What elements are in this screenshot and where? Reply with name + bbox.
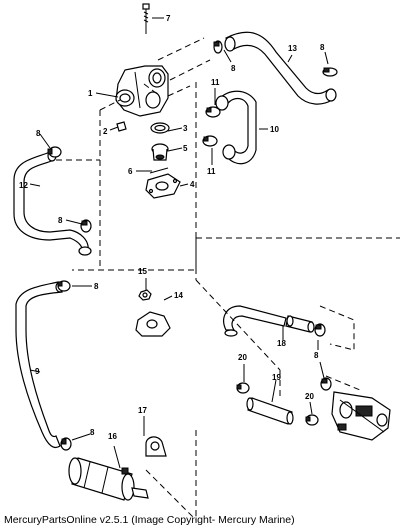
callout-8-left-lower: 8 [58,216,63,225]
part-14-bracket [135,311,171,337]
part-8-clamp-18 [314,323,326,337]
part-16-cooler [68,457,149,501]
callout-10: 10 [270,125,279,134]
part-17-bracket [145,436,167,457]
callout-13: 13 [288,44,297,53]
part-4-base-plate [145,173,181,199]
callout-8-bottom: 8 [90,428,95,437]
callout-2: 2 [103,127,108,136]
callout-11-lower: 11 [207,167,216,176]
part-7-bolt [142,3,150,34]
callout-19: 19 [272,373,281,382]
callout-labels: 1 2 3 5 6 4 7 8 13 8 11 10 11 8 12 8 8 9… [19,14,325,441]
part-8-clamp-left-lower [80,219,92,233]
part-8-clamp-top [213,40,223,54]
part-8-clamp-left-upper [47,146,62,158]
callout-20-left: 20 [238,353,247,362]
callout-4: 4 [190,180,195,189]
callout-18: 18 [277,339,286,348]
part-9-hose [15,281,65,449]
part-13-hose [224,31,337,105]
callout-14: 14 [174,291,183,300]
part-20-clamp-left [236,382,250,394]
callout-5: 5 [183,144,188,153]
part-11-clamp-upper [205,106,221,118]
callout-17: 17 [138,406,147,415]
callout-16: 16 [108,432,117,441]
part-5-thermostat [151,143,169,161]
part-1-thermostat-housing [115,65,169,117]
part-10-hose [215,90,257,165]
part-8-clamp-9-bottom [60,437,72,451]
callout-7: 7 [166,14,171,23]
callout-8-right: 8 [320,43,325,52]
part-18-hose [223,305,315,337]
part-3-gasket [150,122,170,134]
callout-15: 15 [138,267,147,276]
callout-8-hose18: 8 [314,351,319,360]
dashed-guides [56,37,400,521]
part-6-gasket [149,167,169,174]
copyright-caption: MercuryPartsOnline v2.5.1 (Image Copyrig… [4,514,295,526]
part-2-screw [116,121,127,132]
part-11-clamp-lower [202,135,218,147]
part-12-hose [13,150,92,256]
callout-20-right: 20 [305,392,314,401]
part-8-clamp-9-top [57,280,71,292]
callout-3: 3 [183,124,188,133]
part-8-clamp-19 [320,377,332,391]
callout-11-upper: 11 [211,78,220,87]
callout-12: 12 [19,181,28,190]
part-15-nut [138,289,152,301]
callout-8-hose9: 8 [94,282,99,291]
pump-assembly [331,391,391,441]
part-8-clamp-right [322,67,338,77]
callout-8-left-upper: 8 [36,129,41,138]
part-19-hose [246,397,294,425]
part-20-clamp-right [305,414,319,426]
callout-9: 9 [35,367,40,376]
callout-6: 6 [128,167,133,176]
callout-8-top: 8 [231,64,236,73]
leader-lines [29,17,329,469]
callout-1: 1 [88,89,93,98]
